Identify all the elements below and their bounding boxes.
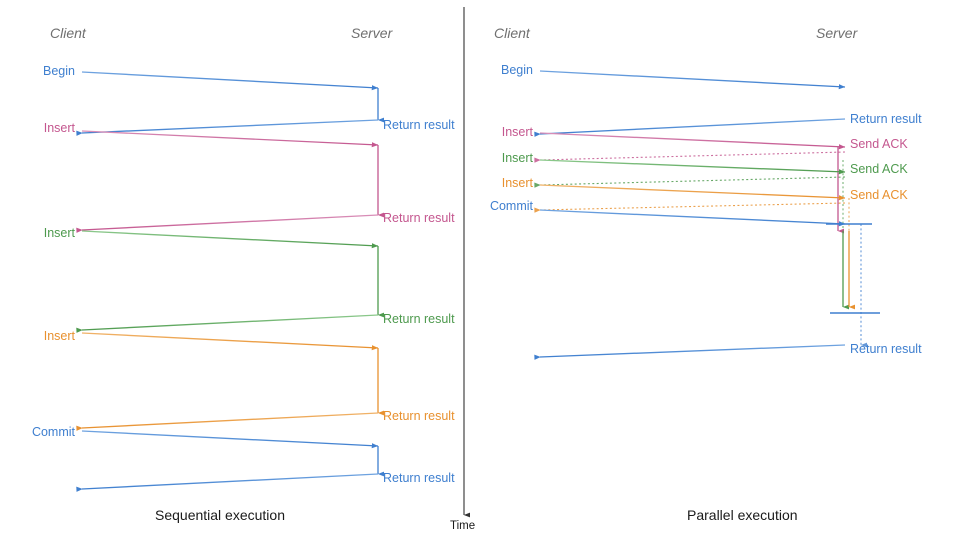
right-message-request-6 xyxy=(539,184,846,201)
right-server-label-3: Send ACK xyxy=(850,188,908,202)
right-message-response-9 xyxy=(534,344,846,360)
right-client-label-3: Insert xyxy=(501,176,533,190)
left-client-label-2: Insert xyxy=(43,226,75,240)
right-client-label-4: Commit xyxy=(489,199,533,213)
right-message-response-3 xyxy=(534,151,846,163)
left-lane-header-server: Server xyxy=(351,25,393,41)
right-message-request-8 xyxy=(539,209,846,227)
right-lane-header-server: Server xyxy=(816,25,858,41)
right-client-label-0: Begin xyxy=(501,63,533,77)
left-message-request-6 xyxy=(81,332,379,351)
time-axis-label: Time xyxy=(450,520,476,532)
left-panel-caption: Sequential execution xyxy=(155,507,285,523)
left-server-label-4: Return result xyxy=(383,471,455,485)
right-client-label-2: Insert xyxy=(501,151,533,165)
left-message-response-9 xyxy=(76,473,379,492)
left-client-label-0: Begin xyxy=(43,64,75,78)
right-message-response-7 xyxy=(534,202,846,213)
right-server-label-2: Send ACK xyxy=(850,162,908,176)
left-message-request-8 xyxy=(81,430,379,449)
left-server-label-2: Return result xyxy=(383,312,455,326)
right-lane-header-client: Client xyxy=(494,25,530,41)
left-message-response-3 xyxy=(76,214,379,233)
right-panel-caption: Parallel execution xyxy=(687,507,798,523)
left-message-response-5 xyxy=(76,314,379,333)
left-message-request-4 xyxy=(81,230,379,249)
right-message-request-2 xyxy=(539,132,846,150)
right-server-label-0: Return result xyxy=(850,112,922,126)
left-client-label-4: Commit xyxy=(31,425,75,439)
left-message-request-2 xyxy=(81,130,379,148)
right-message-response-1 xyxy=(534,118,846,137)
right-message-request-4 xyxy=(539,159,846,175)
left-message-request-0 xyxy=(81,71,379,91)
right-message-response-5 xyxy=(534,176,846,188)
left-client-label-3: Insert xyxy=(43,329,75,343)
left-server-label-1: Return result xyxy=(383,211,455,225)
right-server-label-4: Return result xyxy=(850,342,922,356)
left-server-label-0: Return result xyxy=(383,118,455,132)
right-server-label-1: Send ACK xyxy=(850,137,908,151)
right-message-request-0 xyxy=(539,70,846,90)
left-message-response-1 xyxy=(76,119,379,136)
left-message-response-7 xyxy=(76,412,379,431)
left-server-label-3: Return result xyxy=(383,409,455,423)
left-client-label-1: Insert xyxy=(43,121,75,135)
right-client-label-1: Insert xyxy=(501,125,533,139)
left-lane-header-client: Client xyxy=(50,25,86,41)
